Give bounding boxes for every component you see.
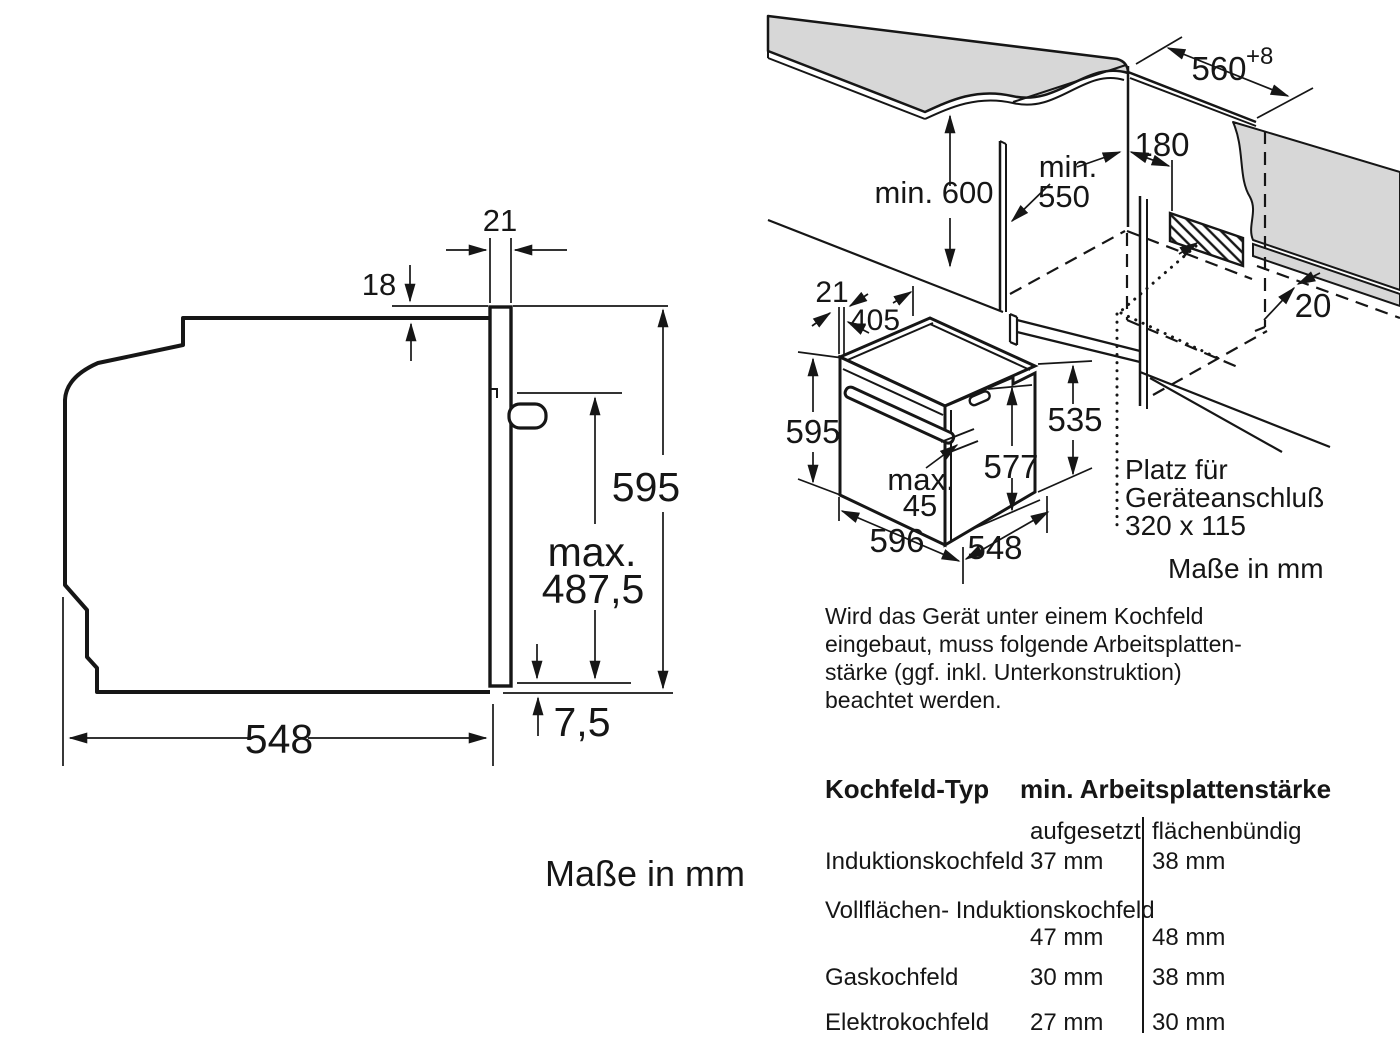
dim-min-depth-label: 550 [1038, 179, 1090, 214]
dim-oven-side-height-label: 535 [1047, 401, 1102, 438]
worktop-note-line-4: beachtet werden. [825, 687, 1002, 713]
dim-front-overhang-label: 21 [815, 276, 848, 309]
dim-min-word-label: min. [1039, 149, 1098, 184]
connection-note-line-3: 320 x 115 [1125, 510, 1246, 541]
side-view-diagram: 21 18 595 max. 487,5 7,5 548 [62, 203, 680, 766]
dim-door-projection-label: 405 [850, 304, 900, 337]
control-knob [507, 402, 548, 430]
oven-door-handle [843, 385, 956, 445]
row-value-surface: 27 mm [1030, 1009, 1104, 1036]
worktop-note-line-3: stärke (ggf. inkl. Unterkonstruktion) [825, 659, 1182, 685]
side-grip-slot [968, 390, 991, 407]
row-label: Induktionskochfeld [825, 848, 1024, 875]
dim-oven-depth-label: 548 [967, 529, 1022, 566]
table-subheader-surface: aufgesetzt [1030, 818, 1141, 845]
row-value-flush: 38 mm [1152, 964, 1226, 991]
dim-height-label: 595 [612, 464, 680, 510]
row-value-flush: 48 mm [1152, 924, 1226, 951]
installation-dimension-arrows [807, 47, 1321, 562]
dim-max-word2-label: max. [887, 462, 954, 497]
row-value-flush: 38 mm [1152, 848, 1226, 875]
dim-max-door-gap-label: 45 [903, 488, 937, 523]
oven-front-panel [488, 305, 513, 688]
side-view-extension-lines [62, 238, 673, 766]
installation-view-diagram: 560 +8 min. 600 min. 550 180 20 21 405 5… [766, 14, 1400, 584]
connection-space-dotted [1115, 244, 1224, 530]
dim-rear-gap-label: 20 [1295, 287, 1332, 324]
dim-oven-width-label: 596 [869, 522, 924, 559]
row-label: Elektrokochfeld [825, 1009, 990, 1036]
dim-depth-label: 548 [245, 716, 313, 762]
dim-panel-width-label: 21 [483, 203, 517, 238]
dim-vent-cutout-label: 180 [1134, 126, 1189, 163]
row-value-flush: 30 mm [1152, 1009, 1226, 1036]
dim-niche-depth-label: 560 [1191, 50, 1246, 87]
side-wall-panel [1232, 121, 1400, 291]
table-header-hob-type: Kochfeld-Typ [825, 774, 990, 804]
dim-oven-height-label: 595 [785, 413, 840, 450]
table-subheader-flush: flächenbündig [1152, 818, 1302, 845]
dim-overhang-label: 18 [362, 267, 396, 302]
oven-body-outline [63, 316, 490, 694]
row-label: Gaskochfeld [825, 964, 959, 991]
countertop [766, 14, 1130, 114]
dim-oven-rear-height-label: 577 [983, 448, 1038, 485]
worktop-note-line-2: eingebaut, muss folgende Arbeitsplatten- [825, 631, 1242, 657]
connection-note-line-1: Platz für [1125, 454, 1228, 485]
side-view-caption: Maße in mm [544, 853, 746, 894]
table-header-min-thickness: min. Arbeitsplattenstärke [1020, 774, 1332, 804]
countertop-torn-edge [924, 77, 1125, 120]
dim-min-height-label: min. 600 [875, 175, 994, 210]
side-wall-bottom-rail [1252, 242, 1400, 308]
installation-view-caption: Maße in mm [1168, 553, 1324, 584]
dim-max-word-label: max. [548, 529, 637, 575]
side-view-dimension-arrows [68, 244, 669, 744]
ventilation-cutout-hatched [1168, 211, 1245, 268]
row-value-surface: 47 mm [1030, 924, 1104, 951]
dim-bottom-offset-label: 7,5 [554, 699, 611, 745]
row-value-surface: 37 mm [1030, 848, 1104, 875]
worktop-note-line-1: Wird das Gerät unter einem Kochfeld [825, 603, 1204, 629]
oven-3d-box [836, 316, 1039, 548]
dim-max-depth-label: 487,5 [542, 566, 645, 612]
connection-note-line-2: Geräteanschluß [1125, 482, 1325, 513]
row-label: Vollflächen- Induktionskochfeld [825, 897, 1155, 924]
dim-niche-depth-tolerance-label: +8 [1246, 43, 1273, 70]
row-value-surface: 30 mm [1030, 964, 1104, 991]
cabinet-niche-lines [767, 64, 1331, 453]
table-column-divider [1142, 817, 1144, 1033]
hidden-edges-dashed [1009, 131, 1400, 396]
